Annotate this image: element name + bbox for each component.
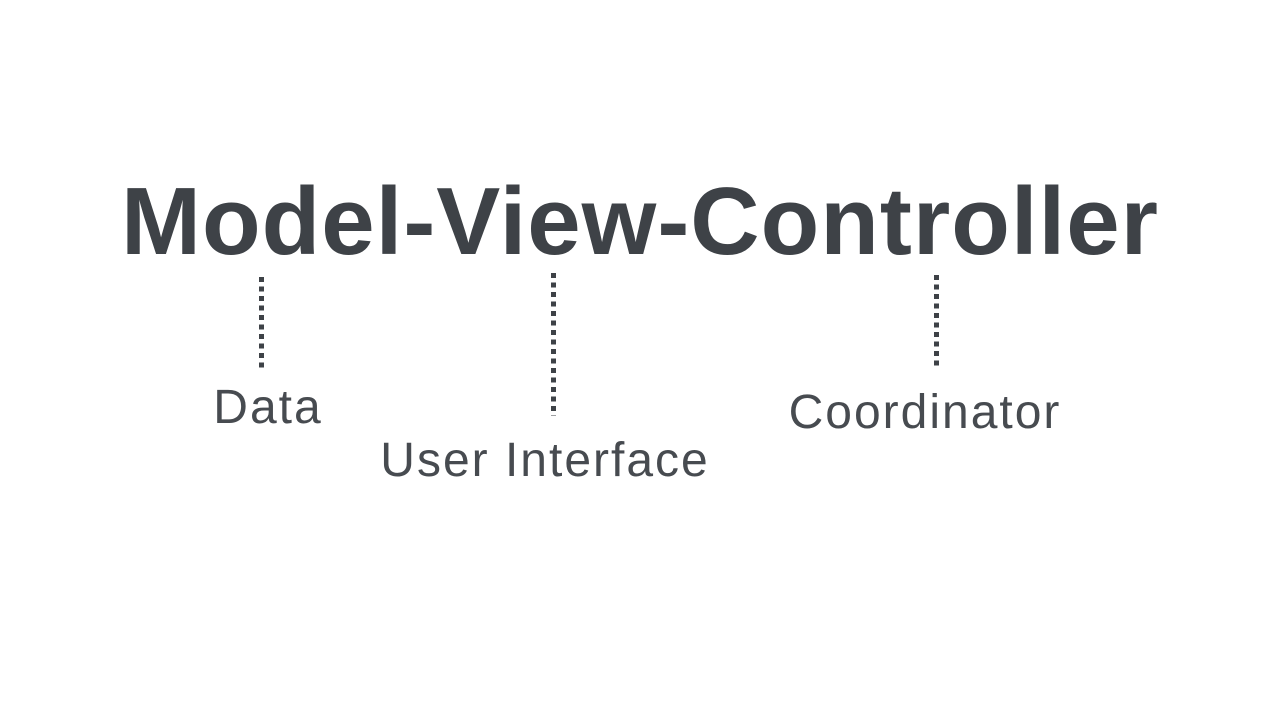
model-dotted-connector-line	[259, 277, 264, 372]
controller-meaning-label: Coordinator	[788, 386, 1062, 439]
view-dotted-connector-line	[551, 273, 556, 416]
view-meaning-label: User Interface	[380, 434, 710, 487]
model-meaning-label: Data	[213, 381, 323, 434]
page-title: Model-View-Controller	[121, 168, 1159, 275]
controller-dotted-connector-line	[934, 275, 939, 369]
